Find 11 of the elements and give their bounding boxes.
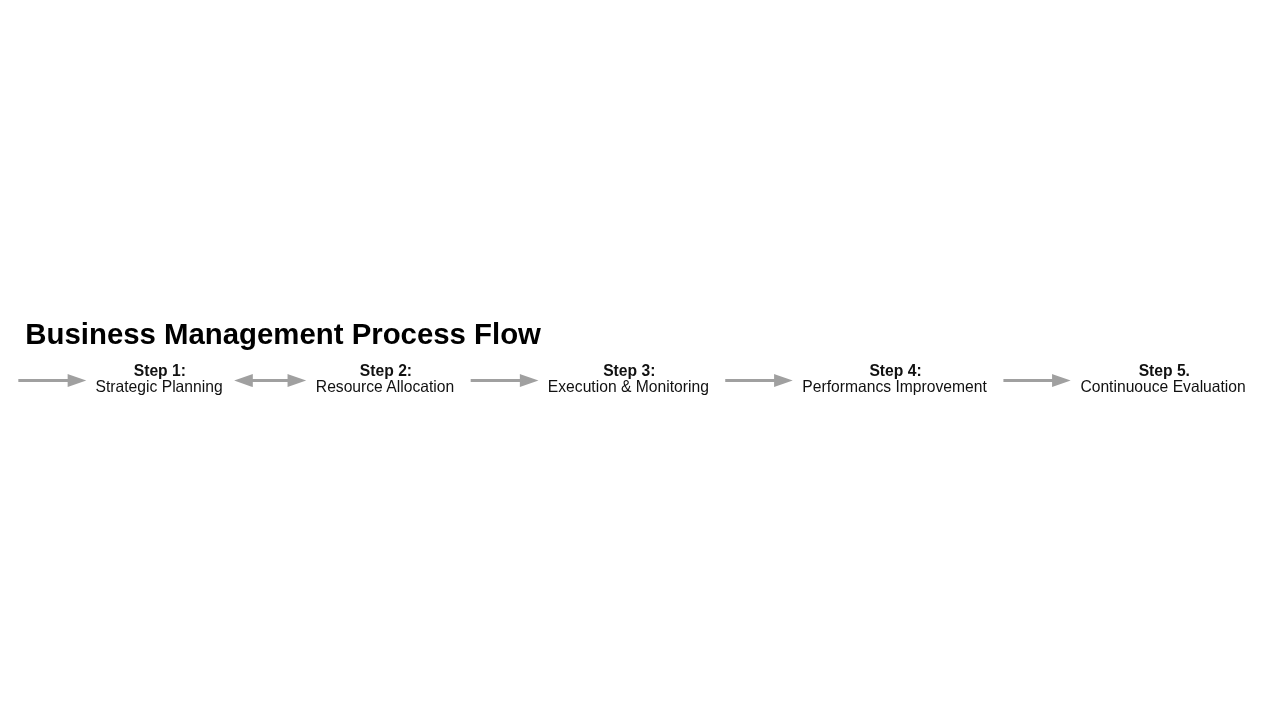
diagram-title: Business Management Process Flow (25, 316, 541, 350)
arrow (1003, 373, 1071, 387)
arrow (725, 373, 793, 387)
node-text: Step 5. Continuouce Evaluation (1080, 361, 1246, 395)
node-text: Step 1: Strategic Planning (95, 361, 223, 395)
arrow (470, 373, 539, 387)
node-text: Step 3: Execution & Monitoring (547, 361, 709, 395)
node-text: Step 2: Resource Allocation (315, 361, 455, 395)
arrow (18, 373, 87, 387)
node-text: Step 4: Performancs Improvement (802, 361, 987, 395)
arrow (234, 373, 307, 387)
